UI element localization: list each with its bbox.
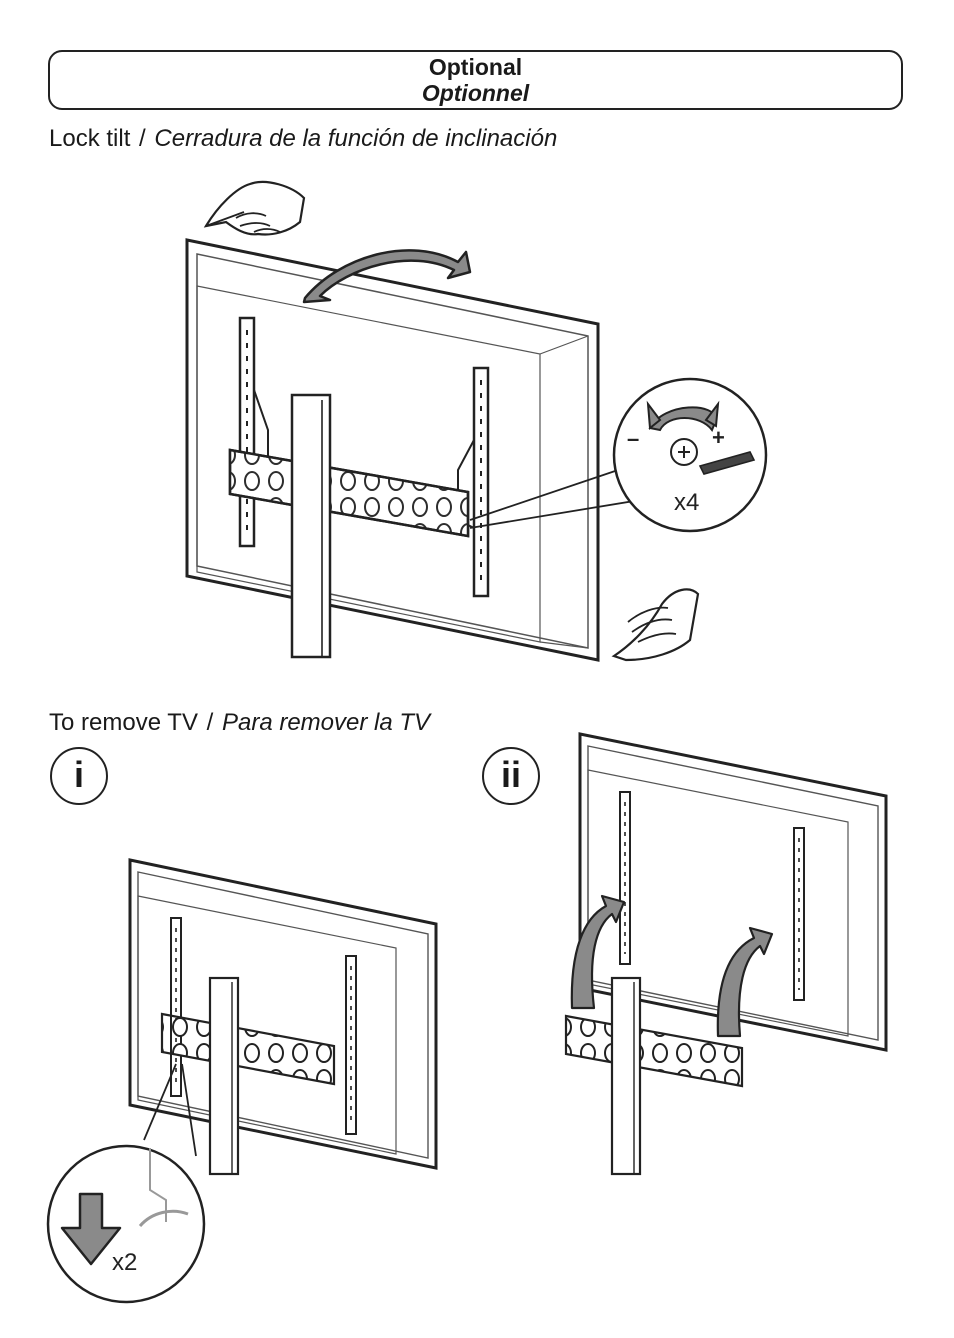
- remove-tv-title-spanish: Para remover la TV: [221, 709, 431, 736]
- rail-left-step-ii: [619, 791, 631, 965]
- mount-bracket-top: [228, 448, 470, 538]
- mount-bracket-step-ii: [564, 1014, 744, 1088]
- lock-tilt-title: Lock tilt / Cerradura de la función de i…: [49, 125, 557, 153]
- remove-tv-title: To remove TV / Para remover la TV: [49, 709, 430, 737]
- tv-back-step-ii: [578, 732, 888, 1052]
- screw-plus-sign: +: [712, 425, 725, 450]
- screw-count-label: x4: [674, 489, 699, 516]
- optional-header-box: Optional Optionnel: [48, 50, 903, 110]
- rail-right-top: [457, 366, 490, 598]
- stand-pole-top: [290, 393, 332, 659]
- rail-right-step-ii: [793, 827, 805, 1001]
- stand-pole-step-i: [208, 976, 240, 1176]
- mount-bracket-step-i: [160, 1012, 336, 1086]
- header-line-french: Optionnel: [421, 80, 530, 106]
- latch-count-label: x2: [112, 1249, 137, 1276]
- hand-top-icon: [203, 180, 306, 236]
- title-separator: /: [139, 125, 146, 152]
- lock-tilt-title-english: Lock tilt: [49, 125, 131, 152]
- rail-left-step-i: [170, 917, 182, 1097]
- screw-minus-sign: –: [627, 426, 639, 451]
- stand-pole-step-ii: [610, 976, 642, 1176]
- remove-tv-title-english: To remove TV: [49, 709, 198, 736]
- lock-tilt-title-spanish: Cerradura de la función de inclinación: [154, 125, 558, 152]
- screw-callout: [469, 377, 768, 533]
- hand-bottom-icon: [611, 588, 700, 662]
- step-i-badge: i: [50, 747, 108, 805]
- header-line-english: Optional: [428, 54, 523, 80]
- tv-back-top: [185, 238, 600, 662]
- title-separator: /: [206, 709, 214, 736]
- tv-back-step-i: [128, 858, 438, 1170]
- lift-arrows: [570, 894, 774, 1038]
- rail-right-step-i: [345, 955, 357, 1135]
- latch-callout: [46, 1063, 206, 1304]
- tilt-arrow: [302, 249, 472, 304]
- step-ii-badge: ii: [482, 747, 540, 805]
